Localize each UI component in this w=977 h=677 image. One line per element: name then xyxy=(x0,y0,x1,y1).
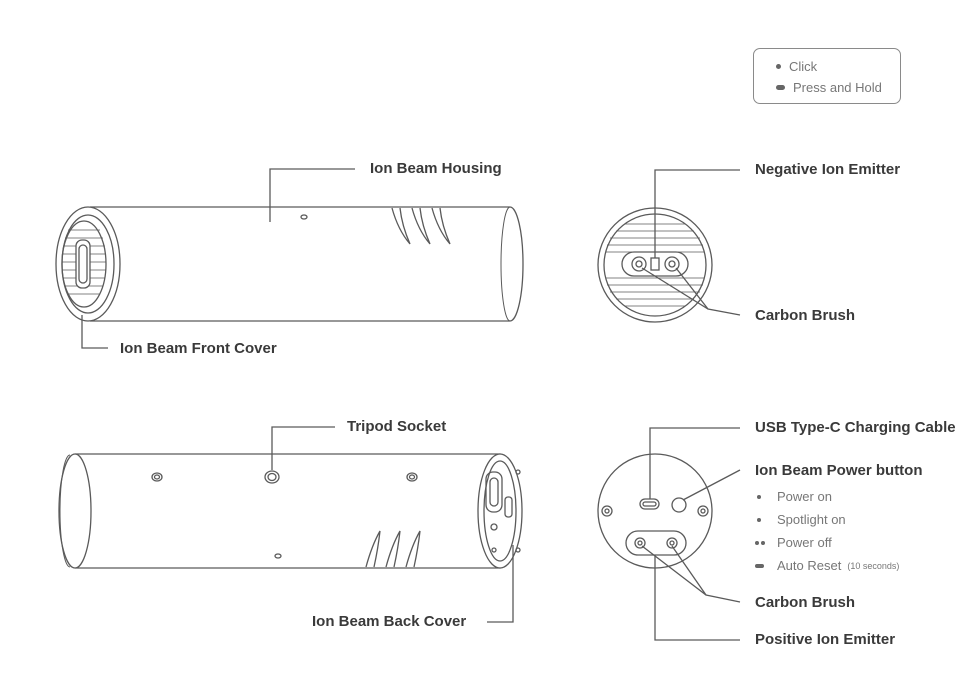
front-face-view xyxy=(597,169,741,323)
legend-hold-label: Press and Hold xyxy=(793,80,882,95)
power-action-label: Auto Reset xyxy=(777,558,842,573)
click-dot-icon xyxy=(755,493,777,501)
label-ion-beam-back-cover: Ion Beam Back Cover xyxy=(312,613,467,630)
double-click-dots-icon xyxy=(755,539,777,547)
power-action-on: Power on xyxy=(755,489,832,504)
label-ion-beam-front-cover: Ion Beam Front Cover xyxy=(120,340,277,357)
legend-click-label: Click xyxy=(789,59,818,74)
label-negative-ion-emitter: Negative Ion Emitter xyxy=(755,161,901,178)
power-action-label: Power on xyxy=(777,489,832,504)
power-action-reset: Auto Reset (10 seconds) xyxy=(755,558,899,573)
power-action-note: (10 seconds) xyxy=(847,560,900,571)
legend-hold: Press and Hold xyxy=(776,80,882,95)
power-action-spotlight: Spotlight on xyxy=(755,512,846,527)
hold-dash-icon xyxy=(755,562,777,570)
label-power-button: Ion Beam Power button xyxy=(755,462,923,479)
power-action-label: Power off xyxy=(777,535,832,550)
label-tripod-socket: Tripod Socket xyxy=(347,418,447,435)
hold-dash-icon xyxy=(776,85,785,90)
label-carbon-brush-bottom: Carbon Brush xyxy=(755,594,856,611)
legend-box: Click Press and Hold xyxy=(753,48,901,104)
label-positive-ion-emitter: Positive Ion Emitter xyxy=(755,631,896,648)
label-carbon-brush-top: Carbon Brush xyxy=(755,307,856,324)
power-action-label: Spotlight on xyxy=(777,512,846,527)
device-top-view xyxy=(55,168,524,349)
label-ion-beam-housing: Ion Beam Housing xyxy=(370,160,502,177)
label-usb-cable: USB Type-C Charging Cable xyxy=(755,419,956,436)
legend-click: Click xyxy=(776,59,817,74)
power-action-off: Power off xyxy=(755,535,832,550)
click-dot-icon xyxy=(776,64,781,69)
device-bottom-view xyxy=(58,426,523,623)
back-face-view xyxy=(597,427,741,641)
click-dot-icon xyxy=(755,516,777,524)
